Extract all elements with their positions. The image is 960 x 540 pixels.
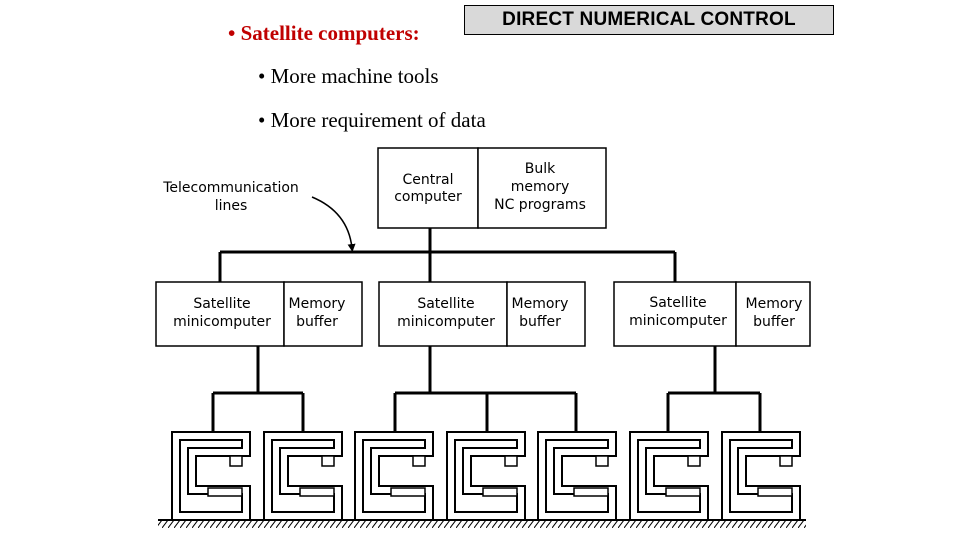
machine-tool <box>171 431 251 521</box>
memory-buffer-label-line1: Memory <box>512 296 569 312</box>
satellite-label-line1: Satellite <box>649 295 706 311</box>
satellite-label-line2: minicomputer <box>397 314 495 330</box>
slide-title: DIRECT NUMERICAL CONTROL <box>464 5 834 35</box>
bullet-glyph: • <box>258 108 266 132</box>
memory-buffer-box <box>735 281 811 347</box>
bullet-glyph: • <box>228 21 236 45</box>
bullet-more-machine-tools: • More machine tools <box>258 64 439 89</box>
satellite-label-line2: minicomputer <box>173 314 271 330</box>
callout-arrow <box>311 196 356 252</box>
floor-hatch <box>158 520 806 528</box>
telecommunication-lines <box>218 228 677 282</box>
bullet-text: More machine tools <box>270 64 439 88</box>
bullet-text: Satellite computers: <box>240 21 420 45</box>
callout-label-line2: lines <box>215 198 248 214</box>
bulk-memory-box <box>477 147 607 229</box>
satellite-3-links <box>666 346 762 432</box>
machine-tools <box>171 431 801 521</box>
memory-buffer-label-line1: Memory <box>289 296 346 312</box>
memory-buffer-label-line1: Memory <box>746 296 803 312</box>
machine-tool <box>537 431 617 521</box>
memory-buffer-label-line2: buffer <box>753 314 795 330</box>
memory-buffer-box <box>283 281 363 347</box>
memory-buffer-label-line2: buffer <box>296 314 338 330</box>
machine-tool <box>446 431 526 521</box>
machine-tool <box>354 431 434 521</box>
bullet-satellite-computers: • Satellite computers: <box>228 21 420 46</box>
machine-tool <box>263 431 343 521</box>
central-computer-label-line1: Central <box>403 172 454 188</box>
central-computer-box <box>377 147 479 229</box>
satellite-minicomputer-box <box>378 281 508 347</box>
satellite-label-line1: Satellite <box>417 296 474 312</box>
bulk-memory-label-line3: NC programs <box>494 197 586 213</box>
memory-buffer-label-line2: buffer <box>519 314 561 330</box>
central-computer-label-line2: computer <box>394 189 462 205</box>
memory-buffer-box <box>506 281 586 347</box>
satellite-label-line2: minicomputer <box>629 313 727 329</box>
satellite-2-links <box>393 346 578 432</box>
bullet-text: More requirement of data <box>270 108 486 132</box>
satellite-label-line1: Satellite <box>193 296 250 312</box>
satellite-group-3: Satellite minicomputer Memory buffer <box>613 281 811 432</box>
bulk-memory-label-line1: Bulk <box>525 161 556 177</box>
bullet-more-data: • More requirement of data <box>258 108 486 133</box>
bullet-glyph: • <box>258 64 266 88</box>
satellite-group-2: Satellite minicomputer Memory buffer <box>378 281 586 432</box>
machine-tool <box>721 431 801 521</box>
satellite-group-1: Satellite minicomputer Memory buffer <box>155 281 363 432</box>
bulk-memory-label-line2: memory <box>511 179 570 195</box>
machine-tool <box>629 431 709 521</box>
satellite-1-links <box>211 346 305 432</box>
satellite-minicomputer-box <box>613 281 737 347</box>
callout-label-line1: Telecommunication <box>162 180 299 196</box>
